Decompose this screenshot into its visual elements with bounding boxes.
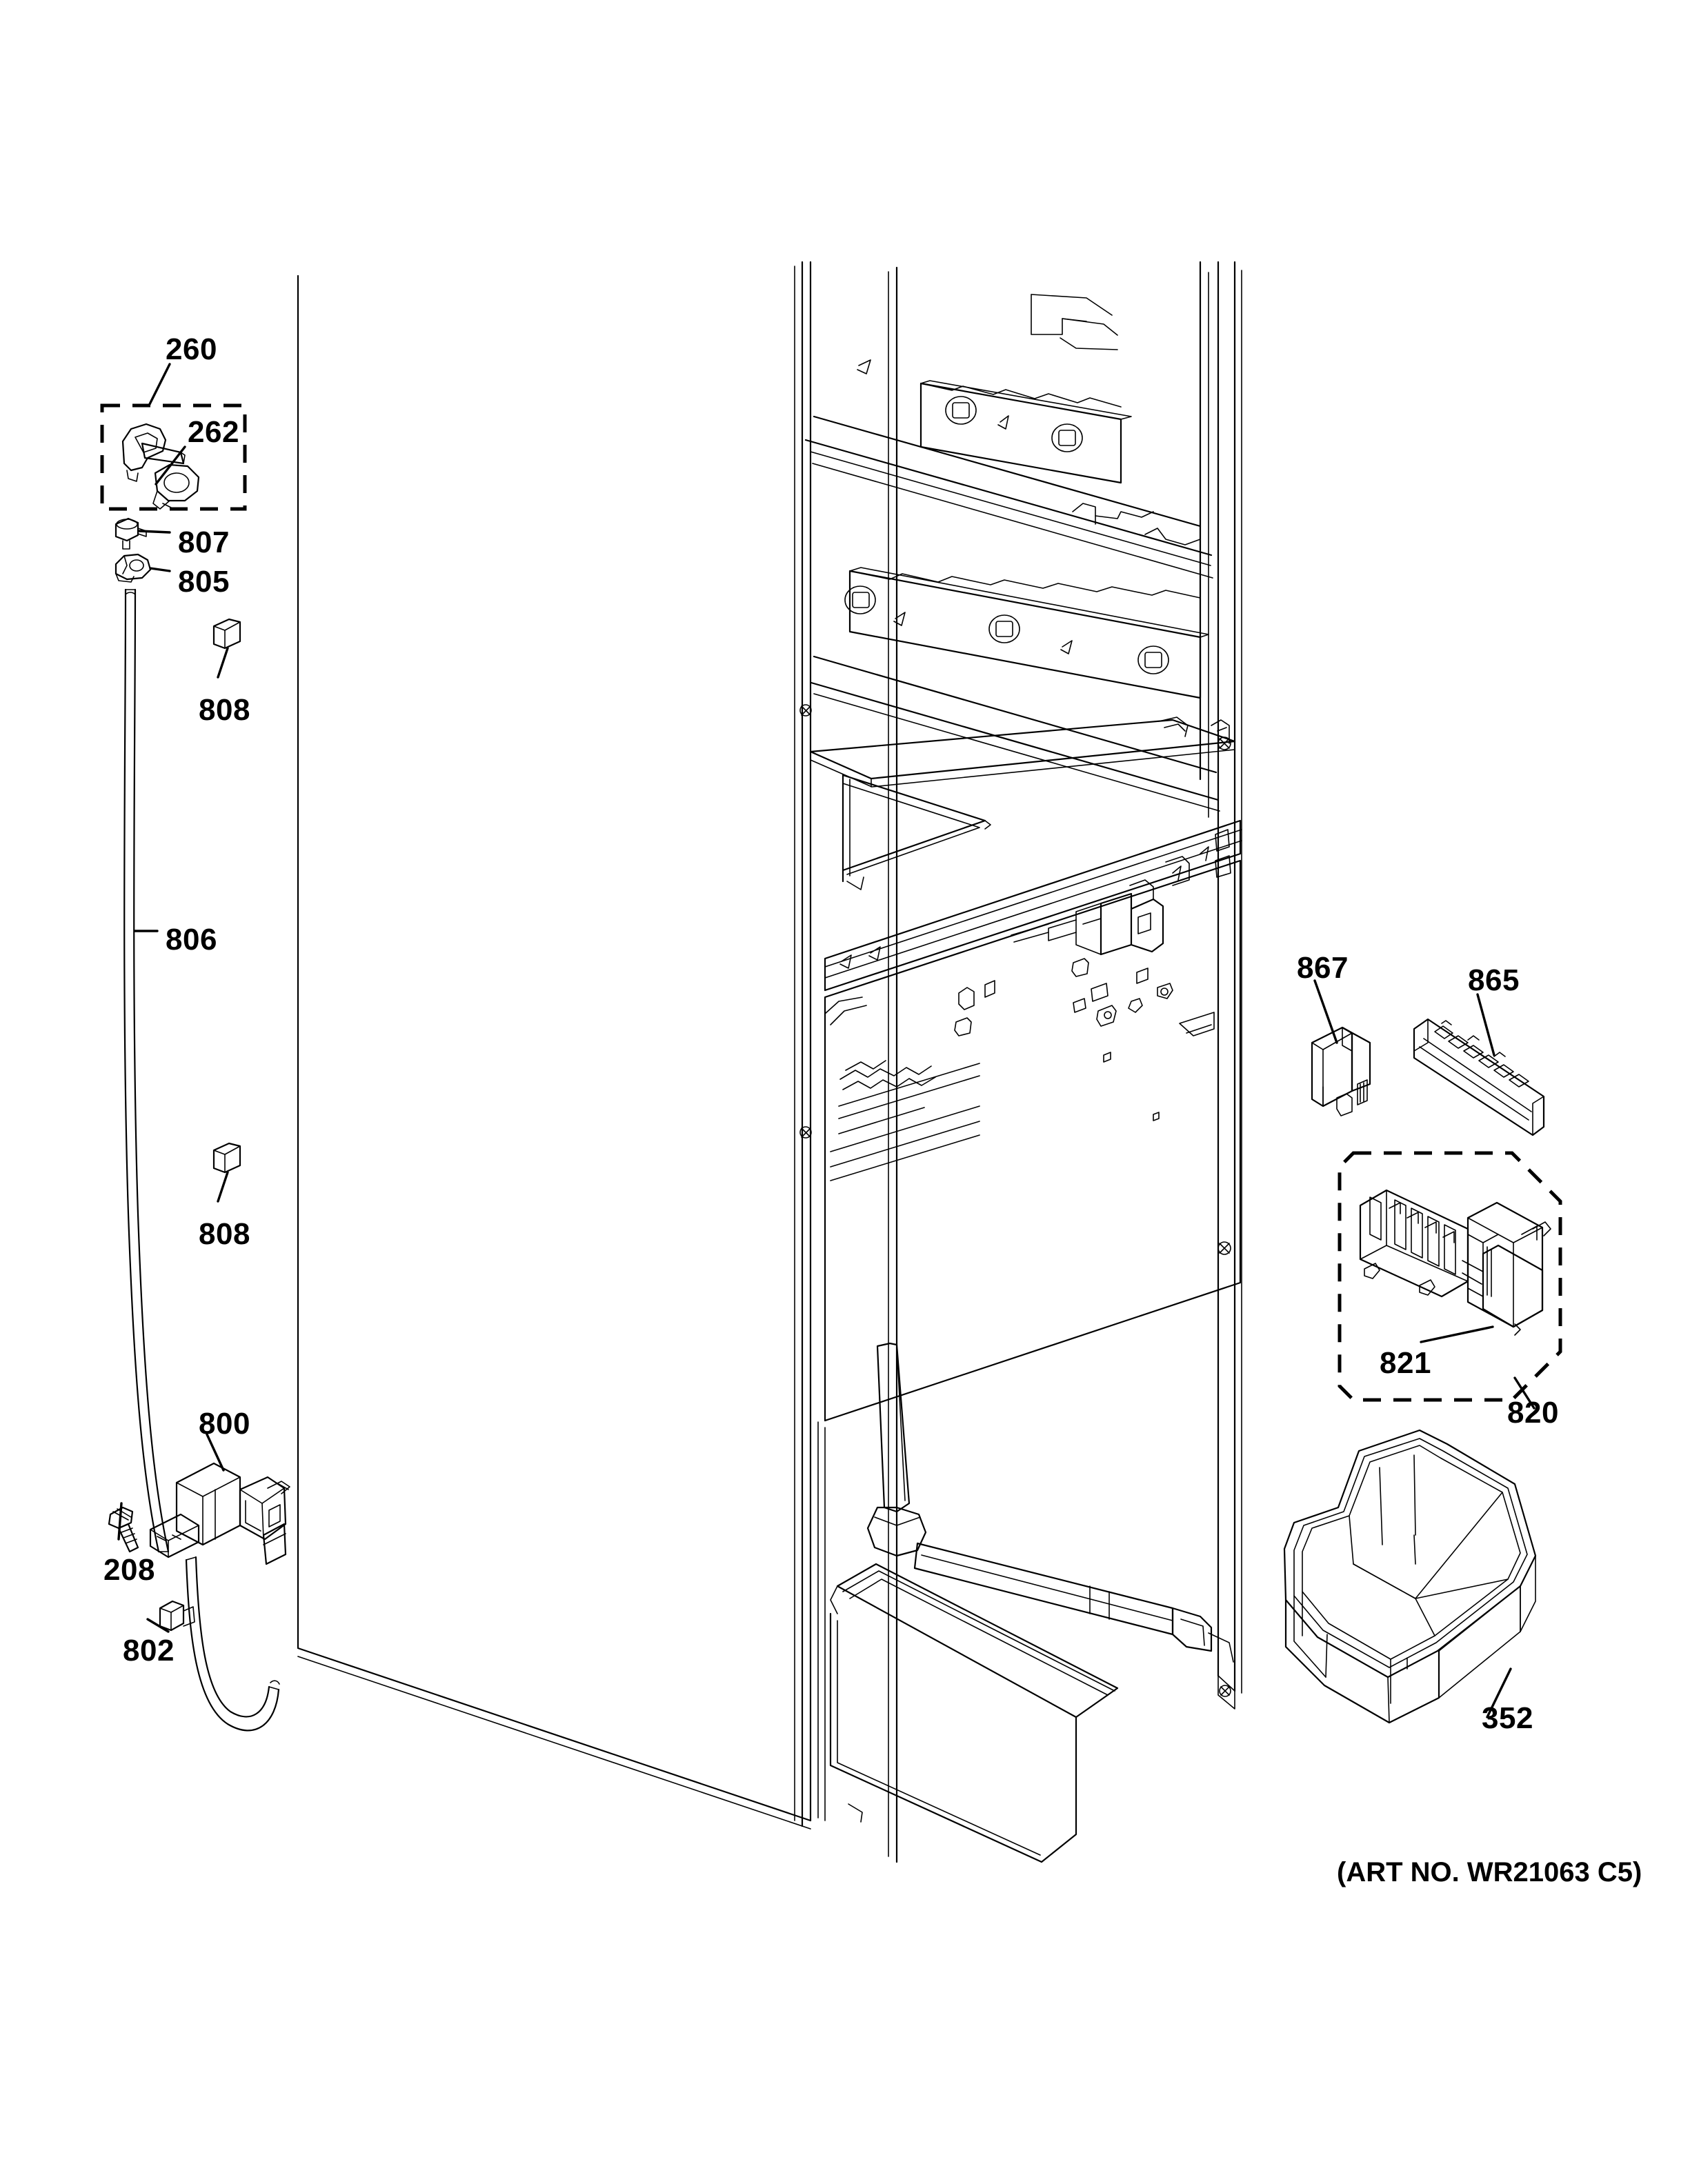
leader-lines xyxy=(117,363,1535,1719)
second-shelf-rail xyxy=(810,567,1220,812)
shelf-hole xyxy=(1137,645,1169,674)
part-ice-bucket-352 xyxy=(1283,1429,1537,1724)
art-number-label: (ART NO. WR21063 C5) xyxy=(1337,1857,1642,1887)
part-water-inlet-valve-800 xyxy=(149,1462,290,1732)
callout-808-lower: 808 xyxy=(199,1217,250,1251)
cabinet-bottom-bracket xyxy=(1217,1675,1235,1710)
part-water-valve-262 xyxy=(121,423,200,510)
lower-interior-wall xyxy=(824,859,1242,1422)
part-screw-208 xyxy=(108,1506,139,1553)
callout-865: 865 xyxy=(1468,963,1520,997)
callout-808-upper: 808 xyxy=(199,693,250,727)
drain-tube-assembly xyxy=(817,1342,1234,1863)
group-box-260 xyxy=(100,403,247,511)
callout-260: 260 xyxy=(166,332,217,366)
callout-352: 352 xyxy=(1482,1701,1533,1735)
callout-805: 805 xyxy=(178,565,230,599)
part-ice-maker-821 xyxy=(1359,1189,1551,1336)
callout-208: 208 xyxy=(103,1553,155,1587)
part-shelf-rail-865 xyxy=(1413,1018,1545,1136)
callout-262: 262 xyxy=(188,415,239,449)
third-rail-and-control xyxy=(824,819,1242,992)
part-water-tube-806 xyxy=(123,588,170,1553)
callout-807: 807 xyxy=(178,525,230,559)
frame-fasteners xyxy=(799,704,1231,1255)
cabinet-body xyxy=(297,261,812,1830)
callout-806: 806 xyxy=(166,923,217,956)
group-box-820 xyxy=(1338,1151,1562,1402)
callout-800: 800 xyxy=(199,1407,250,1441)
shelf-hole xyxy=(844,585,876,614)
part-connector-805 xyxy=(115,553,152,583)
shelf-hole xyxy=(1051,423,1083,452)
callout-821: 821 xyxy=(1380,1346,1431,1380)
callout-802: 802 xyxy=(123,1634,175,1667)
cabinet-right-frame xyxy=(794,261,1242,1863)
callout-867: 867 xyxy=(1297,951,1349,985)
callout-820: 820 xyxy=(1507,1396,1559,1430)
part-tube-clip-808-lower xyxy=(212,1142,241,1174)
shelf-hole xyxy=(988,614,1020,643)
part-ice-chute-bin-867 xyxy=(1311,1026,1371,1116)
middle-shelf xyxy=(809,717,1236,890)
part-tube-clip-808-upper xyxy=(212,618,241,650)
upper-interior-detail xyxy=(804,294,1213,579)
shelf-hole xyxy=(945,396,977,425)
part-clamp-807 xyxy=(115,517,147,550)
